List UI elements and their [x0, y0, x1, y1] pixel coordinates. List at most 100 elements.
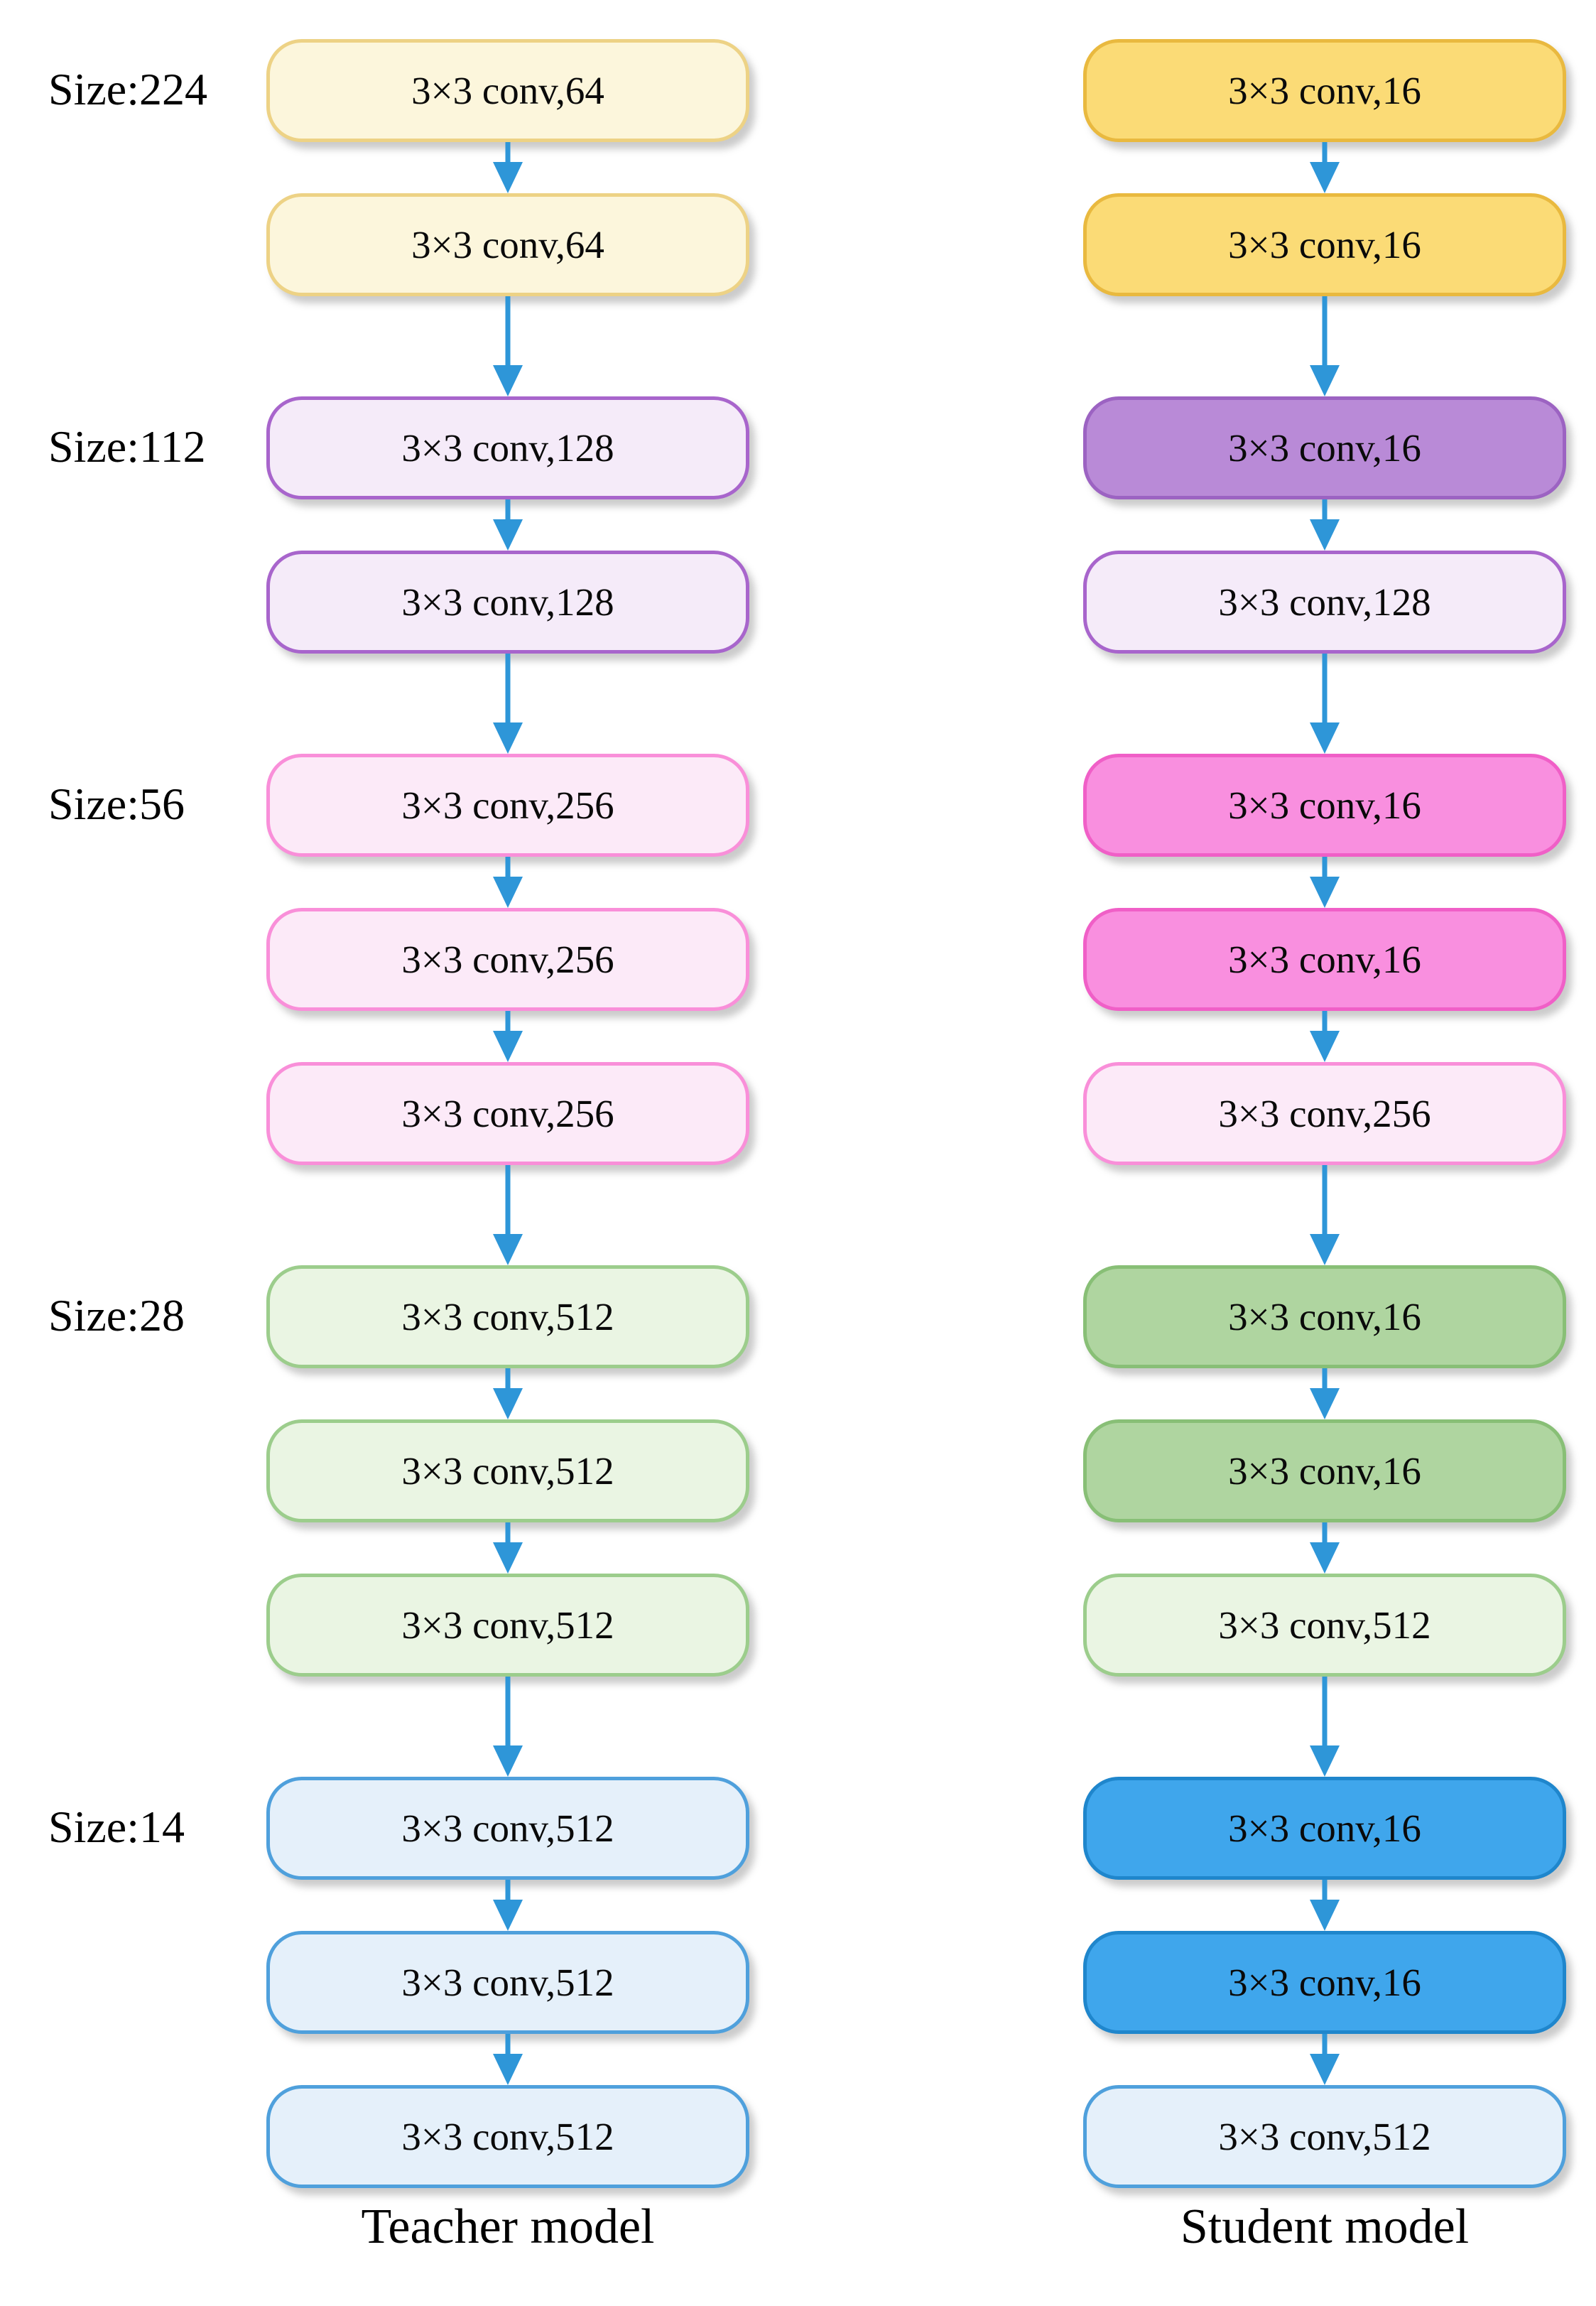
- arrowhead-down-icon: [493, 1542, 523, 1574]
- arrowhead-down-icon: [1310, 1388, 1340, 1419]
- arrow-line: [505, 857, 511, 878]
- down-arrow: [1083, 142, 1566, 193]
- conv-box: 3×3 conv,16: [1083, 754, 1566, 857]
- conv-box: 3×3 conv,512: [266, 1574, 749, 1677]
- down-arrow: [1083, 1011, 1566, 1062]
- arrowhead-down-icon: [1310, 877, 1340, 908]
- conv-box: 3×3 conv,128: [266, 551, 749, 654]
- arrow-line: [505, 1165, 511, 1235]
- conv-box: 3×3 conv,16: [1083, 39, 1566, 142]
- arrow-line: [1322, 1880, 1328, 1901]
- arrowhead-down-icon: [493, 877, 523, 908]
- arrowhead-down-icon: [1310, 1900, 1340, 1931]
- conv-box: 3×3 conv,128: [266, 396, 749, 499]
- arrowhead-down-icon: [1310, 162, 1340, 193]
- arrowhead-down-icon: [1310, 722, 1340, 754]
- down-arrow: [1083, 857, 1566, 908]
- size-label: Size:56: [48, 779, 185, 829]
- conv-box: 3×3 conv,16: [1083, 396, 1566, 499]
- arrow-line: [505, 1011, 511, 1032]
- down-arrow: [266, 1522, 749, 1574]
- conv-box: 3×3 conv,16: [1083, 1931, 1566, 2034]
- arrow-line: [505, 1368, 511, 1390]
- size-label: Size:224: [48, 64, 207, 114]
- arrowhead-down-icon: [493, 722, 523, 754]
- arrow-line: [1322, 499, 1328, 521]
- teacher-caption: Teacher model: [361, 2199, 655, 2254]
- arrow-line: [1322, 296, 1328, 367]
- down-arrow: [1083, 499, 1566, 551]
- conv-box: 3×3 conv,16: [1083, 193, 1566, 296]
- down-arrow: [1083, 1368, 1566, 1419]
- down-arrow: [1083, 296, 1566, 396]
- conv-box: 3×3 conv,16: [1083, 1777, 1566, 1880]
- arrowhead-down-icon: [493, 1031, 523, 1062]
- conv-box: 3×3 conv,256: [266, 754, 749, 857]
- arrowhead-down-icon: [1310, 365, 1340, 396]
- size-label: Size:112: [48, 421, 206, 472]
- conv-box: 3×3 conv,16: [1083, 1419, 1566, 1522]
- size-label: Size:14: [48, 1802, 185, 1852]
- arrowhead-down-icon: [493, 519, 523, 551]
- down-arrow: [266, 1880, 749, 1931]
- arrow-line: [505, 499, 511, 521]
- conv-box: 3×3 conv,512: [266, 1265, 749, 1368]
- teacher-column: 3×3 conv,64 3×3 conv,64 3×3 conv,128 3×3 co…: [266, 39, 749, 2188]
- arrow-line: [1322, 1522, 1328, 1544]
- arrow-line: [1322, 1165, 1328, 1235]
- conv-box: 3×3 conv,16: [1083, 1265, 1566, 1368]
- conv-box: 3×3 conv,512: [1083, 1574, 1566, 1677]
- down-arrow: [266, 1368, 749, 1419]
- down-arrow: [266, 1165, 749, 1265]
- conv-box: 3×3 conv,256: [1083, 1062, 1566, 1165]
- down-arrow: [266, 654, 749, 754]
- down-arrow: [1083, 1880, 1566, 1931]
- arrow-line: [505, 1677, 511, 1747]
- conv-box: 3×3 conv,512: [266, 1777, 749, 1880]
- arrow-line: [505, 1880, 511, 1901]
- conv-box: 3×3 conv,256: [266, 1062, 749, 1165]
- arrow-line: [505, 654, 511, 724]
- down-arrow: [266, 142, 749, 193]
- arrow-line: [1322, 142, 1328, 163]
- arrow-line: [505, 1522, 511, 1544]
- down-arrow: [266, 857, 749, 908]
- arrowhead-down-icon: [493, 365, 523, 396]
- down-arrow: [1083, 654, 1566, 754]
- arrowhead-down-icon: [1310, 1542, 1340, 1574]
- conv-box: 3×3 conv,512: [266, 1931, 749, 2034]
- down-arrow: [1083, 1677, 1566, 1777]
- down-arrow: [266, 296, 749, 396]
- conv-box: 3×3 conv,64: [266, 39, 749, 142]
- arrowhead-down-icon: [493, 162, 523, 193]
- arrowhead-down-icon: [1310, 1745, 1340, 1777]
- arrow-line: [1322, 1011, 1328, 1032]
- student-caption: Student model: [1180, 2199, 1470, 2254]
- arrowhead-down-icon: [493, 1388, 523, 1419]
- arrowhead-down-icon: [493, 1745, 523, 1777]
- down-arrow: [266, 1011, 749, 1062]
- size-label: Size:28: [48, 1290, 185, 1341]
- conv-box: 3×3 conv,512: [266, 2085, 749, 2188]
- down-arrow: [1083, 1522, 1566, 1574]
- arrowhead-down-icon: [1310, 2054, 1340, 2085]
- arrow-line: [505, 296, 511, 367]
- student-column: 3×3 conv,16 3×3 conv,16 3×3 conv,16 3×3 con…: [1083, 39, 1566, 2188]
- down-arrow: [1083, 1165, 1566, 1265]
- conv-box: 3×3 conv,256: [266, 908, 749, 1011]
- conv-box: 3×3 conv,64: [266, 193, 749, 296]
- arrow-line: [1322, 857, 1328, 878]
- arrow-line: [1322, 1677, 1328, 1747]
- arrow-line: [1322, 2034, 1328, 2055]
- arrowhead-down-icon: [493, 2054, 523, 2085]
- arrow-line: [1322, 1368, 1328, 1390]
- arrow-line: [1322, 654, 1328, 724]
- down-arrow: [266, 1677, 749, 1777]
- arrowhead-down-icon: [1310, 519, 1340, 551]
- arrow-line: [505, 2034, 511, 2055]
- down-arrow: [266, 2034, 749, 2085]
- arrowhead-down-icon: [1310, 1031, 1340, 1062]
- arrowhead-down-icon: [1310, 1234, 1340, 1265]
- down-arrow: [1083, 2034, 1566, 2085]
- conv-box: 3×3 conv,128: [1083, 551, 1566, 654]
